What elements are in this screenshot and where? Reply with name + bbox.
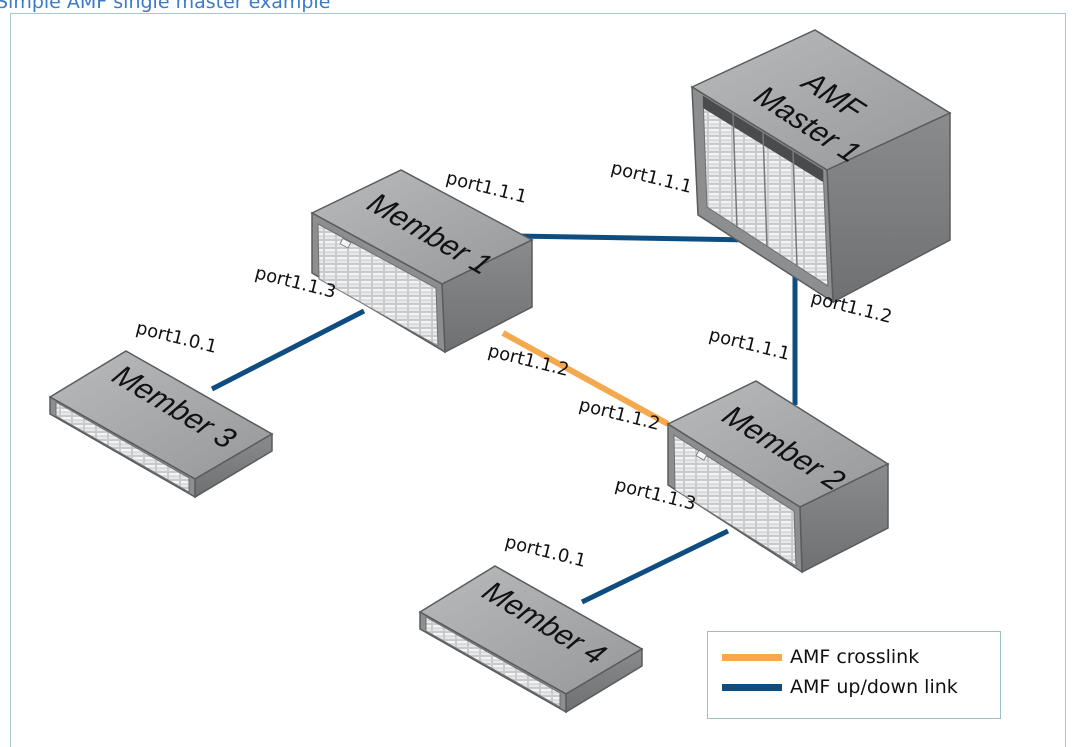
link-member1-member2-crosslink [501,330,670,427]
port-label-master-left: port1.1.1 [609,157,694,197]
member1-device: Member 1 [310,169,534,354]
updown-swatch [722,683,782,691]
port-label-member3-top: port1.0.1 [134,317,219,357]
legend-updown-label: AMF up/down link [790,676,958,698]
amf-master-device: AMF Master 1 [690,29,952,304]
link-member2-member4 [580,528,730,605]
diagram-caption: Simple AMF single master example [0,0,331,13]
legend-crosslink-label: AMF crosslink [790,646,920,668]
port-label-master-bottom: port1.1.2 [809,287,894,327]
link-member1-member3 [210,308,366,392]
port-label-member4-top: port1.0.1 [503,531,588,571]
crosslink-swatch [722,653,782,661]
port-label-member2-top: port1.1.1 [707,324,792,364]
member3-device: Member 3 [48,350,274,499]
legend-row-updown: AMF up/down link [722,676,958,698]
legend: AMF crosslink AMF up/down link [707,631,1001,719]
legend-row-crosslink: AMF crosslink [722,646,919,668]
link-member1-master [514,233,753,243]
